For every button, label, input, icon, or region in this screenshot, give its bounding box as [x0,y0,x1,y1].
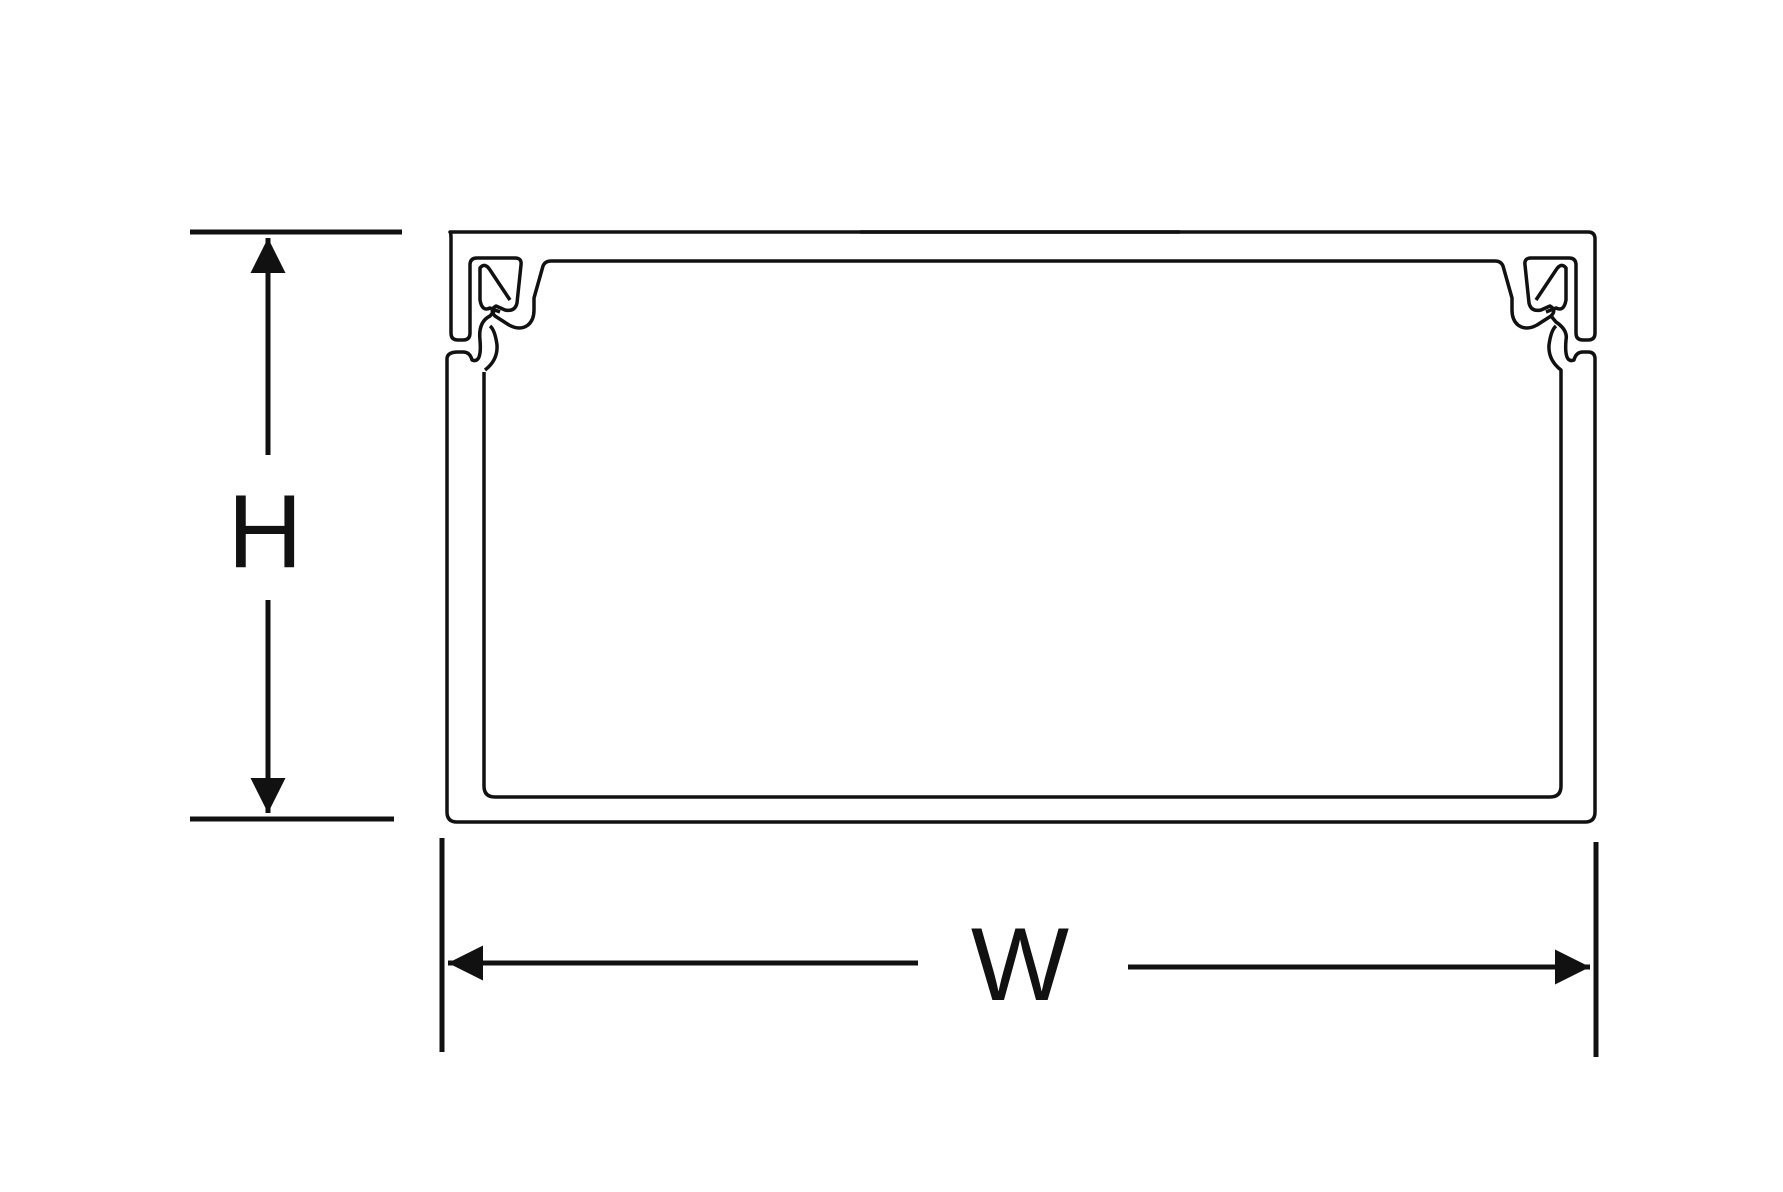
height-label: H [227,474,302,590]
lid-right-clip [1534,263,1568,314]
trunking-profile [445,230,1597,824]
base-outer [445,308,1597,824]
width-label: W [971,907,1069,1023]
lid-outline [448,230,1597,342]
height-dimension [190,229,402,822]
base-inner [482,324,1563,799]
width-dimension [439,838,1599,1057]
lid-left-clip [478,263,512,314]
